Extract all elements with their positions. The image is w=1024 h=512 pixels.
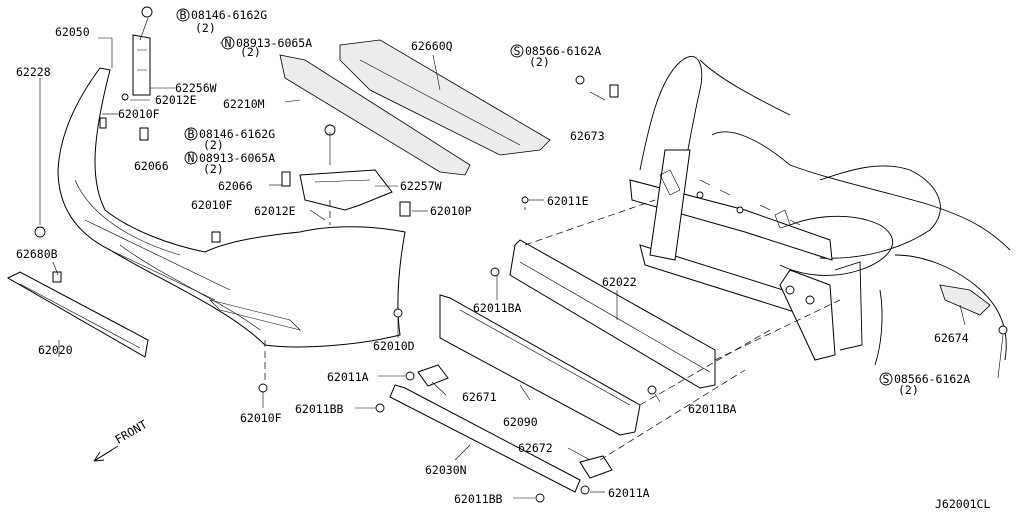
- assembly-lines: [264, 196, 841, 461]
- part-label: 62256W: [175, 81, 217, 95]
- svg-text:08146-6162G: 08146-6162G: [199, 127, 275, 141]
- part-label: 62680B: [16, 247, 58, 261]
- part-label: 62011BA: [688, 402, 737, 416]
- front-direction-arrow: FRONT: [93, 417, 150, 462]
- svg-text:S: S: [514, 44, 521, 58]
- reinforcement-62022: [509, 239, 716, 389]
- bracket-62257W: [299, 169, 393, 211]
- part-label: 62050: [55, 25, 90, 39]
- bolt-callout-5: N 08913-6065A (2): [184, 151, 275, 176]
- part-label: 62257W: [400, 179, 442, 193]
- vehicle-body-outline: [629, 55, 1011, 366]
- bolt-callout-2: N 08913-6065A (2): [221, 36, 312, 59]
- part-label: 62030N: [425, 463, 467, 477]
- part-label: 62066: [134, 159, 169, 173]
- front-label: FRONT: [113, 417, 150, 446]
- part-label: 62010P: [430, 204, 472, 218]
- svg-text:08913-6065A: 08913-6065A: [236, 36, 312, 50]
- bumper-fascia: [57, 67, 406, 348]
- svg-text:08913-6065A: 08913-6065A: [199, 151, 275, 165]
- part-label: 62210M: [223, 97, 265, 111]
- part-label: 62010F: [240, 411, 282, 425]
- armature-62030N: [389, 384, 581, 493]
- svg-text:(2): (2): [898, 383, 919, 397]
- bolt-callout-1: B 08146-6162G (2): [176, 8, 267, 35]
- svg-text:B: B: [180, 8, 187, 22]
- bolt-callout-3: S 08566-6162A (2): [510, 44, 601, 69]
- part-label: 62011E: [547, 194, 589, 208]
- svg-text:(2): (2): [203, 138, 224, 152]
- svg-text:08146-6162G: 08146-6162G: [191, 8, 267, 22]
- bracket-62674: [939, 284, 991, 316]
- part-label: 62011A: [608, 486, 650, 500]
- part-label: 62010F: [191, 198, 233, 212]
- svg-text:B: B: [188, 127, 195, 141]
- bolt-callout-4: B 08146-6162G (2): [184, 127, 275, 152]
- part-label: 62010D: [373, 339, 415, 353]
- part-label: 62022: [602, 275, 637, 289]
- part-label: 62672: [518, 441, 553, 455]
- svg-text:(2): (2): [240, 45, 261, 59]
- side-bracket-62256W: [132, 34, 151, 96]
- part-label: 62066: [218, 179, 253, 193]
- diagram-code: J62001CL: [935, 497, 990, 511]
- lower-grille: [6, 271, 149, 358]
- svg-text:(2): (2): [203, 162, 224, 176]
- part-label: 62012E: [155, 93, 197, 107]
- absorber-62210M: [279, 54, 471, 176]
- part-label: 62020: [38, 343, 73, 357]
- part-label: 62671: [462, 390, 497, 404]
- svg-text:N: N: [188, 151, 195, 165]
- svg-text:S: S: [883, 372, 890, 386]
- svg-text:(2): (2): [529, 55, 550, 69]
- svg-text:08566-6162A: 08566-6162A: [894, 372, 970, 386]
- svg-text:N: N: [225, 36, 232, 50]
- part-label: 62674: [934, 331, 969, 345]
- absorber-62090: [439, 294, 641, 436]
- part-label: 62012E: [254, 204, 296, 218]
- bolt-callout-6: S 08566-6162A (2): [879, 372, 970, 397]
- part-label: 62011BB: [295, 402, 344, 416]
- svg-text:(2): (2): [195, 21, 216, 35]
- part-label: 62228: [16, 65, 51, 79]
- part-label: 62011BB: [454, 492, 503, 506]
- part-label: 62010F: [118, 107, 160, 121]
- part-label: 62090: [503, 415, 538, 429]
- bracket-62671: [417, 364, 449, 387]
- upper-panel: [339, 39, 551, 156]
- part-label: 62660Q: [411, 39, 453, 53]
- part-label: 62011A: [327, 370, 369, 384]
- part-label: 62011BA: [473, 301, 522, 315]
- part-label: 62673: [570, 129, 605, 143]
- part-labels: 62050 62228 62256W 62012E 62010F 62066 6…: [16, 25, 969, 506]
- bracket-62672: [579, 455, 613, 479]
- svg-text:08566-6162A: 08566-6162A: [525, 44, 601, 58]
- leader-lines: [39, 17, 1004, 499]
